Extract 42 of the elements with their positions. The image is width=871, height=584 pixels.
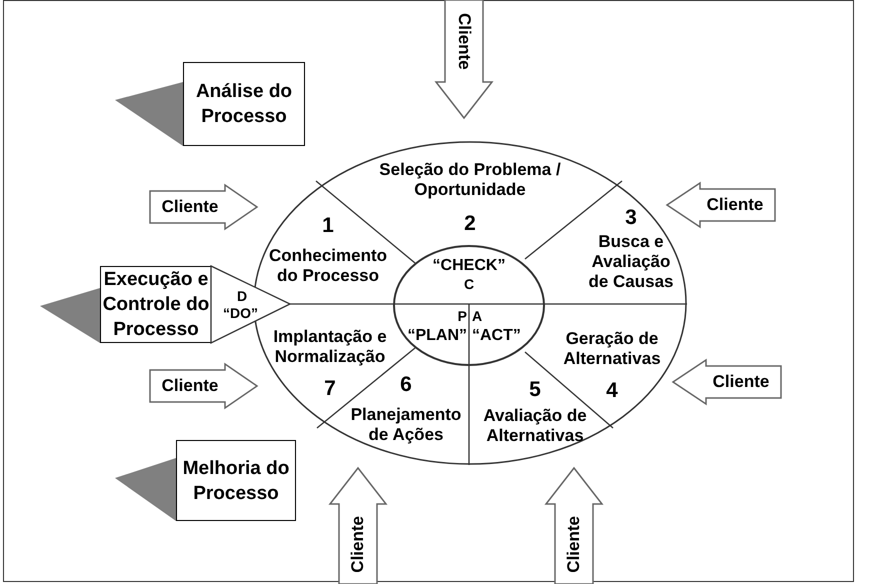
step-label: Seleção do Problema / Oportunidade — [378, 160, 562, 200]
inner-ellipse — [393, 245, 545, 366]
block-arrow — [673, 360, 780, 404]
block-arrow — [546, 468, 602, 584]
block-arrow — [667, 183, 775, 227]
step-label: Planejamento de Ações — [350, 405, 462, 445]
phase-letter: D — [237, 288, 248, 304]
arrow-label: Cliente — [564, 516, 584, 572]
step-label: Conhecimento do Processo — [268, 246, 388, 286]
arrow-label: Cliente — [162, 197, 218, 217]
callout-text: Execução e Controle do Processo — [102, 268, 210, 342]
phase-letter: A — [472, 307, 482, 326]
step-label: Busca e Avaliação de Causas — [587, 232, 675, 292]
block-arrow — [330, 468, 386, 584]
block-arrow — [150, 185, 257, 229]
callout-text: Análise do Processo — [194, 80, 294, 129]
step-number: 2 — [464, 212, 476, 236]
step-number: 3 — [625, 206, 637, 230]
callout-box — [176, 440, 296, 521]
step-number: 1 — [322, 214, 334, 238]
step-label: Geração de Alternativas — [562, 329, 662, 369]
arrow-label: Cliente — [162, 376, 218, 396]
step-number: 4 — [606, 379, 618, 403]
step-label: Implantação e Normalização — [272, 327, 388, 367]
phase-letter: C — [464, 275, 474, 294]
arrow-label: Cliente — [348, 516, 368, 572]
phase-letter: P — [458, 307, 467, 326]
step-number: 7 — [324, 377, 336, 401]
phase-name: “ACT” — [472, 326, 521, 345]
block-arrow — [436, 0, 492, 118]
step-number: 6 — [400, 373, 412, 397]
phase-name: “DO” — [223, 304, 258, 322]
phase-name: “CHECK” — [432, 256, 506, 275]
arrow-label: Cliente — [454, 12, 474, 70]
arrow-label: Cliente — [712, 372, 770, 392]
callout-box — [183, 62, 305, 146]
step-label: Avaliação de Alternativas — [482, 406, 588, 446]
phase-name: “PLAN” — [407, 326, 467, 345]
callout-text: Melhoria do Processo — [182, 456, 290, 506]
block-arrow — [150, 364, 257, 408]
step-number: 5 — [529, 378, 541, 402]
arrow-label: Cliente — [706, 195, 764, 215]
